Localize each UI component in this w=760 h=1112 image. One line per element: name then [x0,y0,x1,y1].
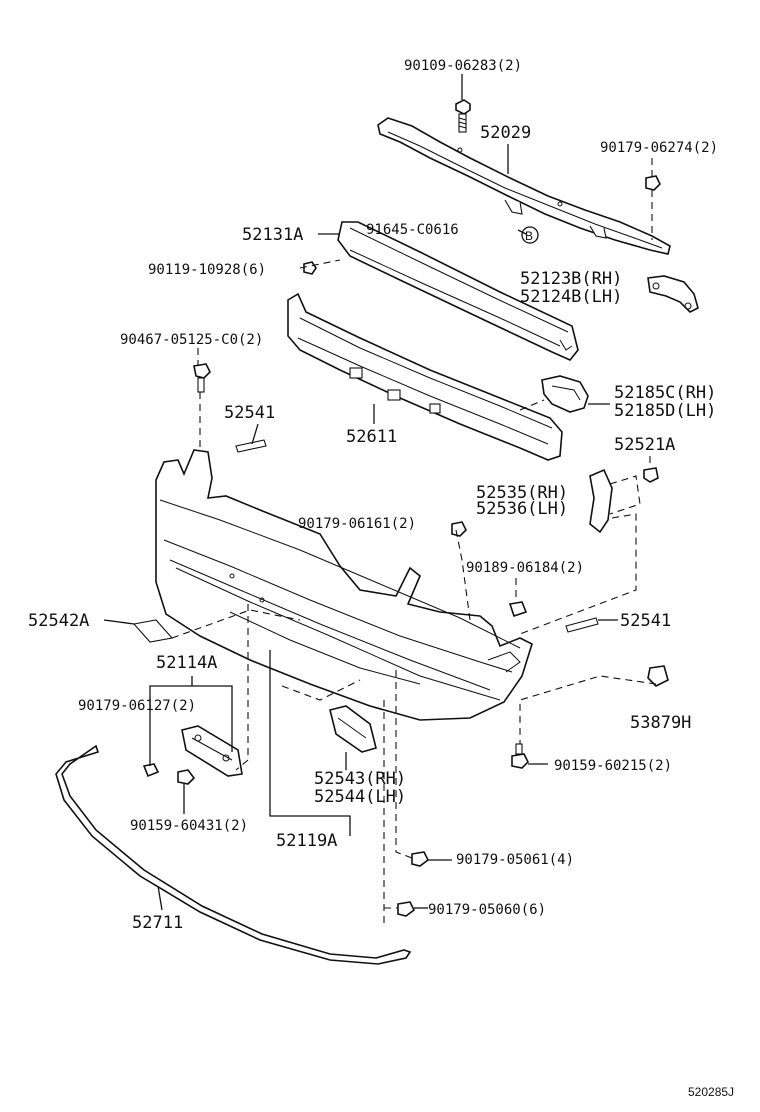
label-b: B [525,229,533,243]
clip-90467 [193,363,211,393]
label-90119-10928: 90119-10928(6) [148,262,266,278]
label-53879H: 53879H [630,713,691,733]
front-bumper-cover [155,449,533,721]
label-52185D: 52185D(LH) [614,401,716,421]
seal-52542A [132,619,174,643]
label-52521A: 52521A [614,435,675,455]
label-90179-06127: 90179-06127(2) [78,698,196,714]
label-52029: 52029 [480,123,531,143]
label-52535: 52535(RH) [476,483,568,503]
label-52114A: 52114A [156,653,217,673]
label-52542A: 52542A [28,611,89,631]
bolt-90159-60215 [511,743,529,769]
bracket-52114A [181,725,243,777]
nut-90179-06127 [142,763,160,778]
diagram-reference-code: 520285J [688,1085,734,1099]
reference-marker-b: B [521,226,539,244]
label-52541-upper: 52541 [224,403,275,423]
label-52541-right: 52541 [620,611,671,631]
bracket-52185C [541,375,589,413]
bracket-52123B [647,275,699,313]
energy-absorber-52131A [337,221,579,361]
seal-52541-upper [235,439,267,453]
clip-90189 [508,601,528,618]
label-90159-60215: 90159-60215(2) [554,758,672,774]
bolt-90109 [455,99,471,133]
label-52185C: 52185C(RH) [614,383,716,403]
bumper-reinforcement-52611 [287,292,563,461]
seal-52541-right [565,617,599,633]
label-52711: 52711 [132,913,183,933]
bracket-52543 [329,705,377,753]
bolt-90159-60431 [177,769,196,785]
label-90179-06161: 90179-06161(2) [298,516,416,532]
molding-52711 [55,744,412,965]
label-90179-05061: 90179-05061(4) [456,852,574,868]
reinforcement-bracket-52029 [377,117,671,255]
label-52119A: 52119A [276,831,337,851]
label-90179-05060: 90179-05060(6) [428,902,546,918]
label-52544: 52544(LH) [314,787,406,807]
nut-90179-06161 [451,521,467,537]
label-90467-05125-C0: 90467-05125-C0(2) [120,332,263,348]
leader-lines [103,74,657,928]
screw-90179-05060 [397,901,416,917]
bolt-90119 [303,261,317,275]
label-90159-60431: 90159-60431(2) [130,818,248,834]
label-52536: 52536(LH) [476,499,568,519]
label-52124B: 52124B(LH) [520,287,622,307]
label-90109-06283: 90109-06283(2) [404,58,522,74]
label-90189-06184: 90189-06184(2) [466,560,584,576]
bracket-52535 [589,468,613,534]
nut-90179-06274 [645,175,661,191]
label-52611: 52611 [346,427,397,447]
label-91645-C0616: 91645-C0616 [366,222,459,238]
screw-90179-05061 [411,851,430,867]
label-52543: 52543(RH) [314,769,406,789]
label-52123B: 52123B(RH) [520,269,622,289]
label-52131A: 52131A [242,225,303,245]
clip-52521A [643,467,659,483]
label-90179-06274: 90179-06274(2) [600,140,718,156]
clip-53879H [647,665,669,687]
